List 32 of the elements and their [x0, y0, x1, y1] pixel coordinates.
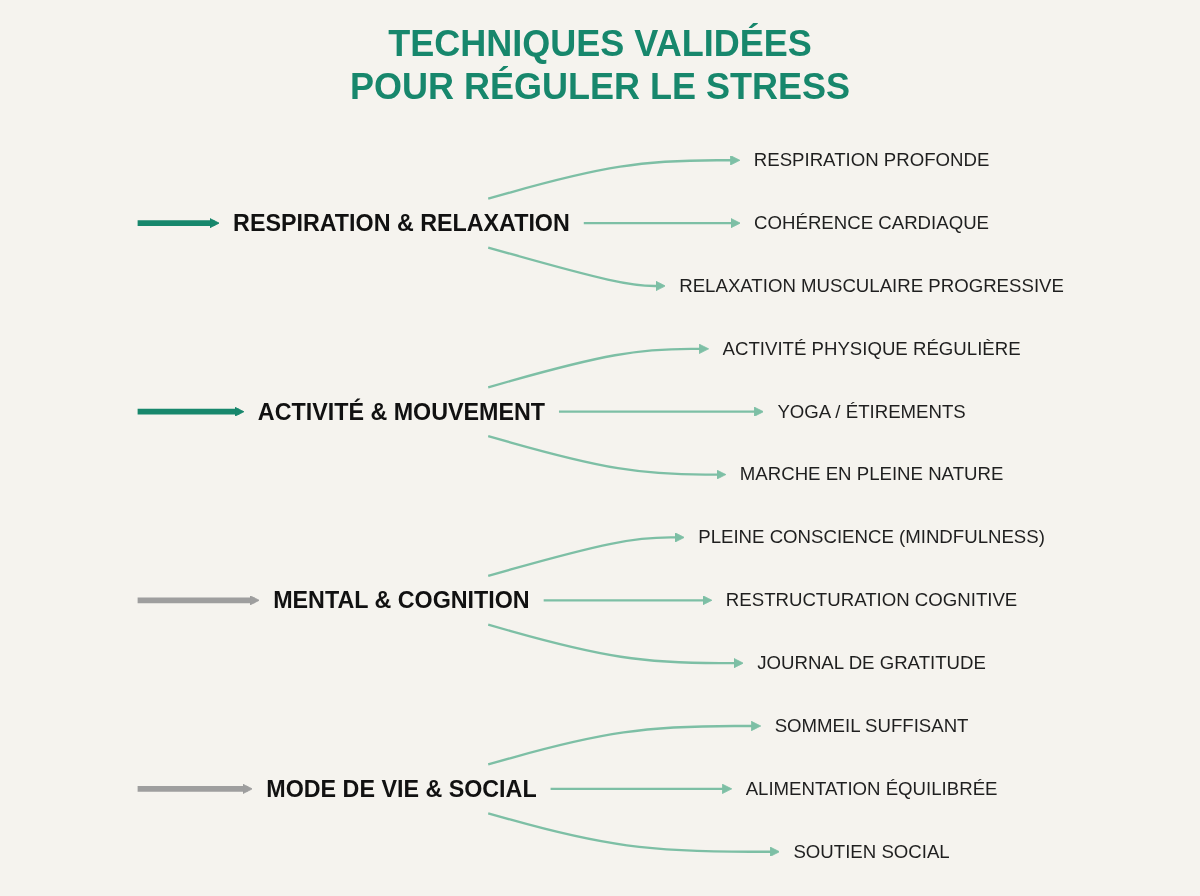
arrow	[488, 720, 762, 766]
node-text: SOUTIEN SOCIAL	[793, 841, 951, 862]
node-text: RESTRUCTURATION COGNITIVE	[726, 589, 1018, 610]
node-text: SOMMEIL SUFFISANT	[775, 715, 969, 736]
node-text: YOGA / ÉTIREMENTS	[777, 401, 967, 422]
node-text: PLEINE CONSCIENCE (MINDFULNESS)	[698, 526, 1046, 547]
node-text: COHÉRENCE CARDIAQUE	[754, 212, 990, 233]
title: TECHNIQUES VALIDÉES POUR RÉGULER LE STRESS	[348, 22, 852, 109]
arrow	[488, 155, 741, 200]
arrow	[488, 812, 781, 857]
arrow	[544, 595, 713, 606]
node-text: ACTIVITÉ PHYSIQUE RÉGULIÈRE	[722, 338, 1022, 359]
node-text: ACTIVITÉ & MOUVEMENT	[258, 398, 546, 425]
node-text: RESPIRATION PROFONDE	[754, 149, 990, 170]
arrow	[138, 406, 245, 417]
arrow	[559, 406, 765, 417]
node-text: JOURNAL DE GRATITUDE	[757, 652, 987, 673]
arrow	[584, 218, 741, 229]
arrow	[138, 783, 254, 794]
node-text: MODE DE VIE & SOCIAL	[266, 776, 538, 802]
arrow	[138, 218, 220, 229]
arrow	[488, 435, 727, 480]
node-text: RELAXATION MUSCULAIRE PROGRESSIVE	[679, 275, 1065, 296]
arrow	[551, 783, 733, 794]
arrow	[488, 343, 710, 389]
node-text: ALIMENTATION ÉQUILIBRÉE	[746, 778, 998, 799]
node-text: MENTAL & COGNITION	[273, 587, 531, 614]
node-text: MARCHE EN PLEINE NATURE	[740, 464, 1004, 484]
arrow	[138, 595, 261, 606]
arrow	[488, 623, 745, 669]
arrow	[488, 532, 686, 577]
node-text: RESPIRATION & RELAXATION	[233, 210, 571, 236]
